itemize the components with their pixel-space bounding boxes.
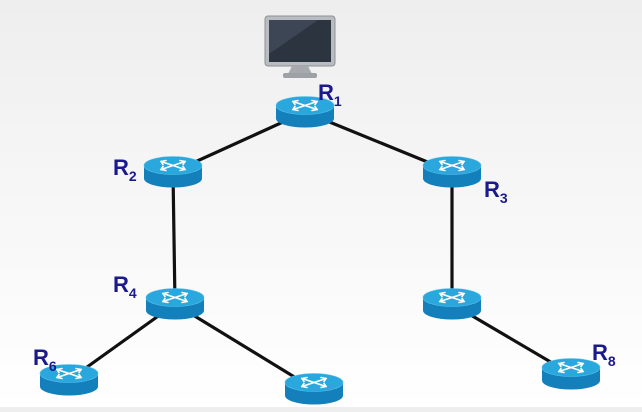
router-arrows-icon (161, 291, 189, 304)
router-arrows-icon (55, 367, 83, 380)
router-r4 (145, 288, 205, 320)
router-arrows-icon (291, 99, 319, 112)
computer-monitor-icon (264, 15, 336, 78)
routers-layer (39, 96, 601, 405)
router-arrows-icon (438, 291, 466, 304)
router-label-r2: R2 (113, 155, 137, 184)
router-label-r3: R3 (484, 177, 508, 206)
router-r5 (422, 288, 482, 320)
router-arrows-icon (438, 159, 466, 172)
router-label-r1: R1 (318, 80, 342, 109)
router-arrows-icon (557, 361, 585, 374)
router-arrows-icon (300, 376, 328, 389)
router-r6 (39, 364, 99, 396)
router-label-r8: R8 (592, 340, 616, 369)
link-r2-r4 (171, 171, 177, 305)
router-r7 (284, 373, 344, 405)
monitor-screen (264, 15, 336, 78)
router-label-r4: R4 (113, 272, 137, 301)
router-arrows-icon (159, 159, 187, 172)
links-layer (68, 110, 572, 391)
router-label-r6: R6 (33, 345, 57, 374)
router-r1 (275, 96, 335, 128)
link-r4-r7 (174, 302, 315, 391)
router-r2 (143, 156, 203, 188)
router-r3 (422, 156, 482, 188)
router-r8 (541, 358, 601, 390)
